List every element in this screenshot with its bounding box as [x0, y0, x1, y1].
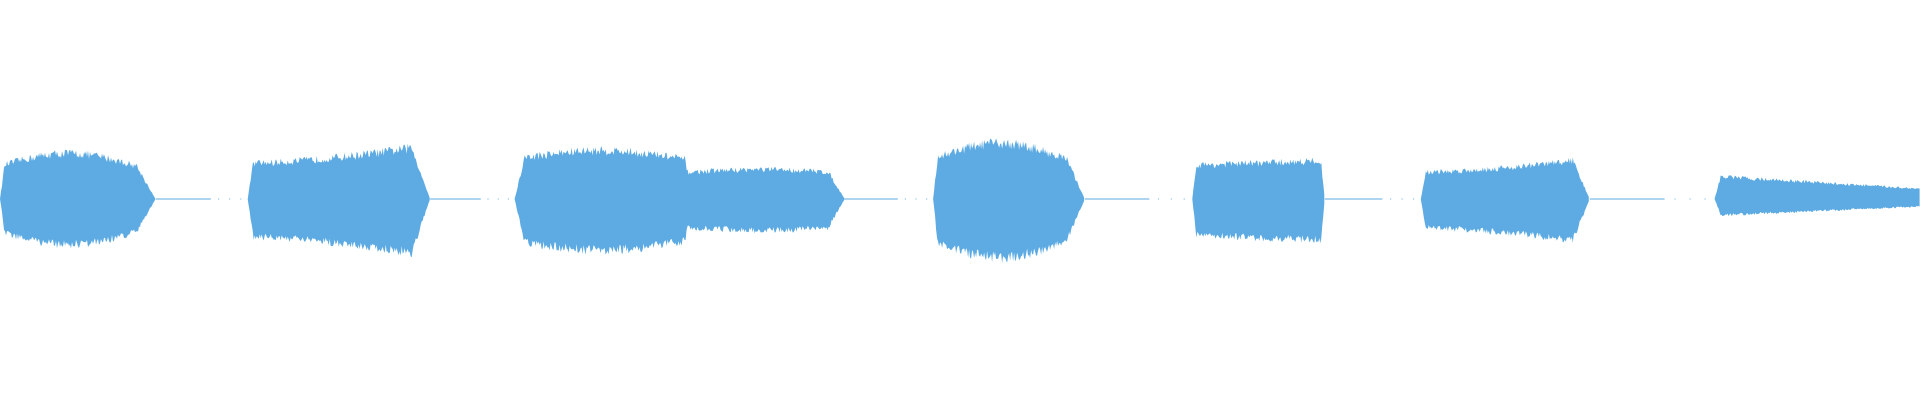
waveform-segment [514, 146, 845, 255]
waveform-silence-dot [1170, 198, 1172, 200]
waveform-segment [0, 149, 155, 249]
waveform-silence-dot [1401, 198, 1403, 200]
waveform-silence-dot [1704, 198, 1706, 200]
waveform-silence-dot [1183, 198, 1185, 200]
waveform-silence-dot [218, 198, 220, 200]
waveform-silence-dot [1390, 198, 1392, 200]
waveform-segment [1192, 157, 1325, 244]
waveform-silence-dot [915, 198, 917, 200]
waveform-segments [0, 138, 1920, 263]
waveform-silence-dot [240, 198, 242, 200]
waveform-silence-dot [1689, 198, 1691, 200]
waveform-silence-dot [487, 198, 489, 200]
waveform-silence-dot [507, 198, 509, 200]
waveform-silence-dot [1157, 198, 1159, 200]
waveform-segment [1420, 157, 1589, 243]
waveform-segment [1714, 175, 1920, 217]
waveform-silence-dot [904, 198, 906, 200]
waveform-silence-dot [1674, 198, 1676, 200]
waveform-silence-dot [1413, 198, 1415, 200]
waveform-silence-dot [926, 198, 928, 200]
waveform-silence-dot [497, 198, 499, 200]
waveform-silence-dot [229, 198, 231, 200]
waveform-segment [247, 143, 430, 258]
waveform-segment [933, 138, 1085, 263]
